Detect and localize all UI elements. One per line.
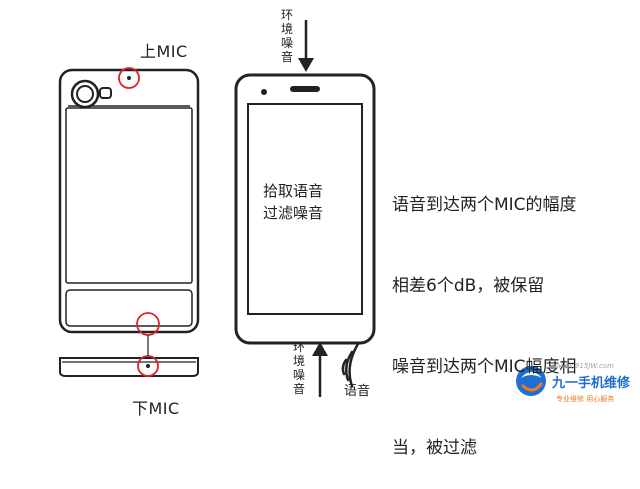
explanation-text: 语音到达两个MIC的幅度 相差6个dB，被保留 噪音到达两个MIC幅度相 当，被… bbox=[392, 138, 577, 489]
earpiece-icon bbox=[290, 86, 320, 92]
front-camera-icon bbox=[261, 89, 267, 95]
bottom-edge-outline bbox=[59, 357, 199, 377]
top-mic-highlight bbox=[118, 67, 140, 89]
top-mic-label: 上MIC bbox=[140, 42, 188, 61]
phone-front-outline bbox=[234, 73, 376, 345]
screen-line-1: 拾取语音 bbox=[262, 182, 323, 200]
env-noise-top-char: 境 bbox=[280, 22, 293, 36]
explanation-line-2: 相差6个dB，被保留 bbox=[392, 276, 545, 296]
phone-bottom-edge-view bbox=[59, 352, 199, 377]
flash-icon bbox=[99, 87, 112, 99]
env-noise-label-top: 环 境 噪 音 bbox=[280, 8, 294, 64]
screen-line-2: 过滤噪音 bbox=[262, 204, 323, 222]
explanation-line-1: 语音到达两个MIC的幅度 bbox=[392, 195, 577, 215]
phone-back-panel bbox=[65, 107, 193, 284]
phone-back-bottom-panel bbox=[65, 289, 193, 327]
env-noise-bottom-char: 环 bbox=[292, 340, 305, 354]
camera-icon bbox=[70, 79, 100, 109]
env-noise-bottom-char: 音 bbox=[292, 382, 305, 396]
env-noise-bottom-char: 境 bbox=[292, 354, 305, 368]
screen-text: 拾取语音 过滤噪音 bbox=[248, 180, 338, 224]
bottom-mic-label: 下MIC bbox=[132, 399, 180, 418]
top-mic-hole bbox=[127, 76, 131, 80]
env-noise-top-char: 环 bbox=[280, 8, 293, 22]
phone-front-screen bbox=[247, 103, 363, 315]
arrow-down-icon bbox=[298, 58, 314, 72]
bottom-mic-hole bbox=[146, 364, 150, 368]
phone-back-view bbox=[58, 67, 200, 352]
voice-label: 语音 bbox=[344, 384, 371, 399]
noise-arrow-bottom bbox=[312, 342, 328, 397]
env-noise-label-bottom: 环 境 噪 音 bbox=[292, 340, 306, 396]
explanation-line-3: 噪音到达两个MIC幅度相 bbox=[392, 357, 577, 377]
explanation-line-4: 当，被过滤 bbox=[392, 438, 477, 458]
arrow-up-icon bbox=[312, 342, 328, 356]
diagram-canvas bbox=[58, 20, 546, 397]
logo-icon bbox=[516, 366, 546, 396]
watermark-name: 九一手机维修 bbox=[552, 376, 631, 391]
watermark-logo: www.915JW.com 九一手机维修 专业维修 用心服务 bbox=[508, 362, 638, 412]
env-noise-bottom-char: 噪 bbox=[292, 368, 305, 382]
phone-back-outline bbox=[58, 68, 200, 334]
phone-front-view bbox=[234, 73, 376, 345]
env-noise-top-char: 音 bbox=[280, 50, 293, 64]
watermark-url: www.915JW.com bbox=[556, 362, 614, 370]
env-noise-top-char: 噪 bbox=[280, 36, 293, 50]
sound-wave-icon bbox=[341, 342, 360, 388]
noise-arrow-top bbox=[298, 20, 314, 72]
camera-lens bbox=[76, 85, 94, 103]
watermark-slogan: 专业维修 用心服务 bbox=[556, 395, 615, 403]
